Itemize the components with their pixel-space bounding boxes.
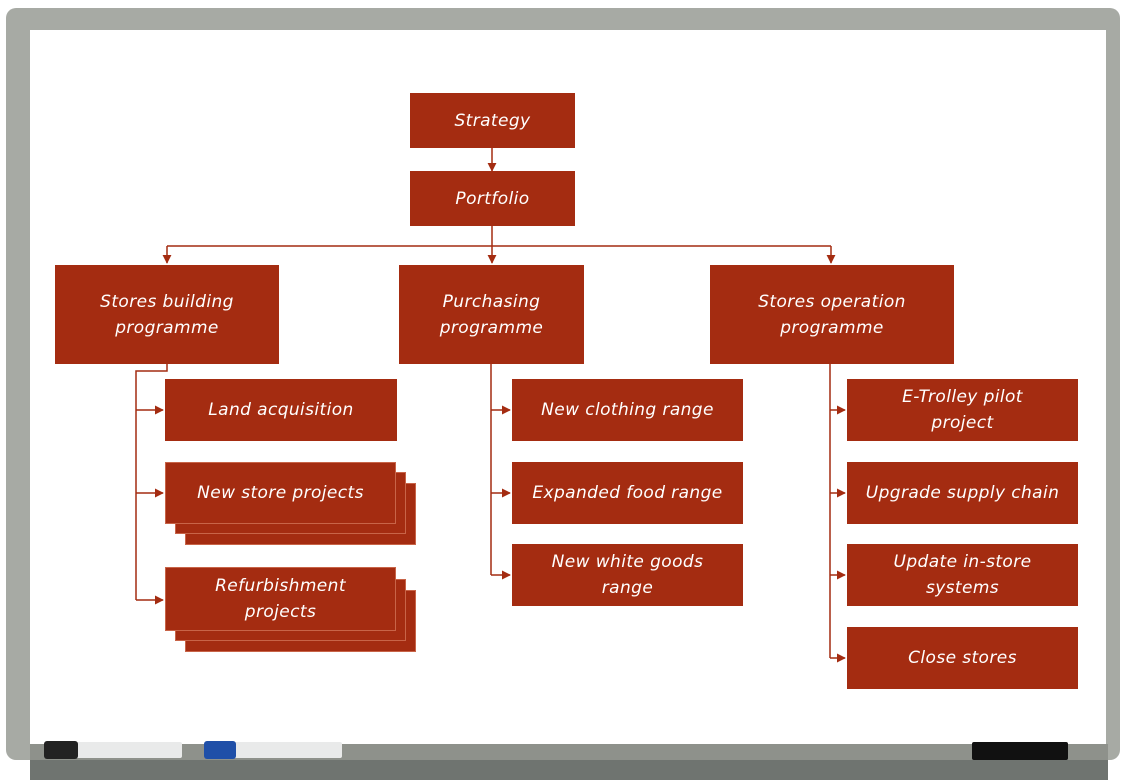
node-new-store-projects: New store projects (165, 462, 396, 524)
black-marker (62, 742, 182, 758)
blue-marker (220, 742, 342, 758)
node-update-in-store-systems: Update in-store systems (847, 544, 1078, 606)
node-upgrade-supply-chain: Upgrade supply chain (847, 462, 1078, 524)
black-marker-cap (44, 741, 78, 759)
node-programme-purchasing: Purchasing programme (399, 265, 584, 364)
node-close-stores: Close stores (847, 627, 1078, 689)
marker-tray-edge (30, 760, 1108, 780)
node-new-white-goods-range: New white goods range (512, 544, 743, 606)
node-refurbishment-projects: Refurbishment projects (165, 567, 396, 631)
blue-marker-cap (204, 741, 236, 759)
node-programme-stores-building: Stores building programme (55, 265, 279, 364)
node-new-clothing-range: New clothing range (512, 379, 743, 441)
node-programme-stores-operation: Stores operation programme (710, 265, 954, 364)
connector-stores-building-spine (135, 364, 168, 600)
eraser (972, 742, 1068, 760)
node-e-trolley-pilot-project: E-Trolley pilot project (847, 379, 1078, 441)
node-land-acquisition: Land acquisition (165, 379, 397, 441)
node-strategy: Strategy (410, 93, 575, 148)
node-expanded-food-range: Expanded food range (512, 462, 743, 524)
node-portfolio: Portfolio (410, 171, 575, 226)
